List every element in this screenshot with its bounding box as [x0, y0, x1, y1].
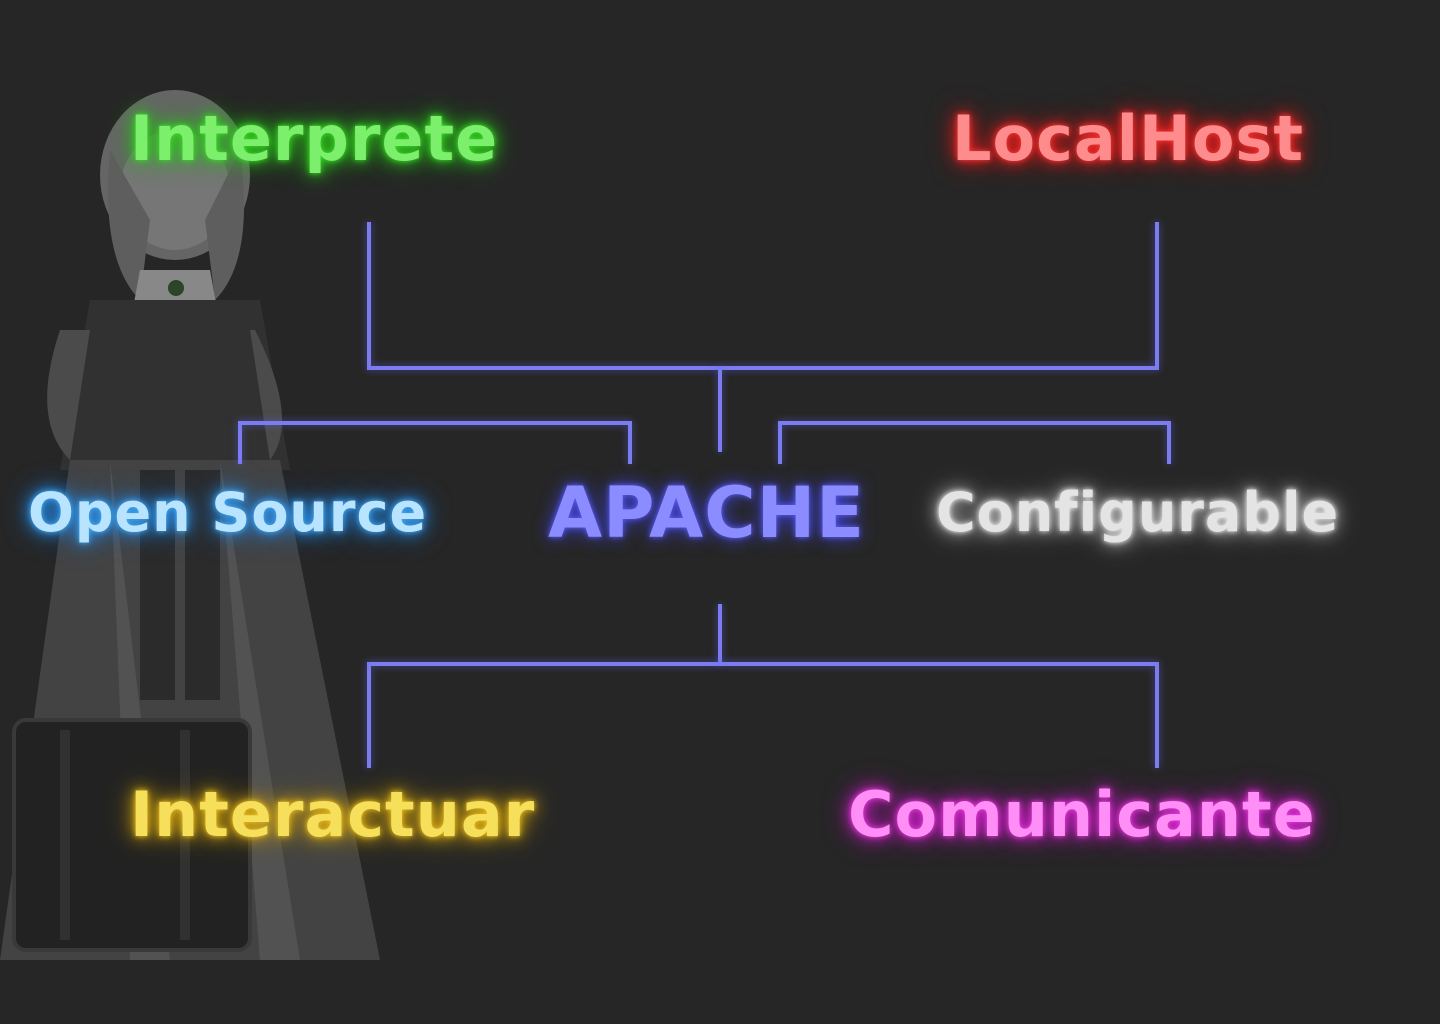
node-configurable: Configurable	[936, 481, 1340, 544]
background-figure-illustration	[0, 90, 380, 960]
connector-comunicante	[720, 662, 1159, 768]
node-interactuar: Interactuar	[130, 778, 536, 851]
node-open-source: Open Source	[28, 481, 428, 544]
connector-localhost	[720, 222, 1159, 370]
node-comunicante: Comunicante	[848, 778, 1316, 851]
connector-opensource	[238, 421, 632, 464]
node-localhost: LocalHost	[952, 102, 1304, 175]
connector-interprete	[367, 222, 720, 370]
center-node-apache: APACHE	[548, 472, 866, 554]
node-interprete: Interprete	[130, 102, 499, 175]
connector-configurable	[778, 421, 1171, 464]
connector-interactuar	[367, 662, 720, 768]
